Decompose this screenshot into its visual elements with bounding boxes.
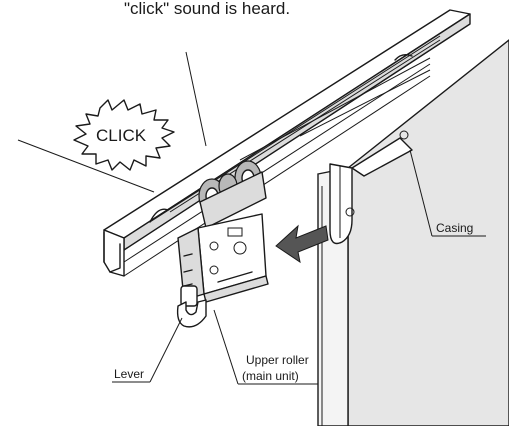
casing-label: Casing [436,221,473,235]
click-burst: CLICK [73,99,175,171]
casing [329,130,413,245]
lever [176,299,207,328]
upper-roller-main-unit [177,213,269,307]
roller-wheels [198,160,267,229]
sound-pointer-line [17,139,155,193]
upper-roller-callout: Upper roller (main unit) [213,309,318,385]
caption-text: "click" sound is heard. [124,0,290,18]
lever-label: Lever [114,367,144,381]
sound-pointer-line [185,51,207,147]
click-text: CLICK [96,126,147,145]
casing-callout: Casing [409,149,486,237]
lever-callout: Lever [112,317,183,383]
arrow-left-icon [275,224,329,264]
upper-roller-label-line2: (main unit) [242,369,299,383]
upper-roller-label-line1: Upper roller [246,353,309,367]
